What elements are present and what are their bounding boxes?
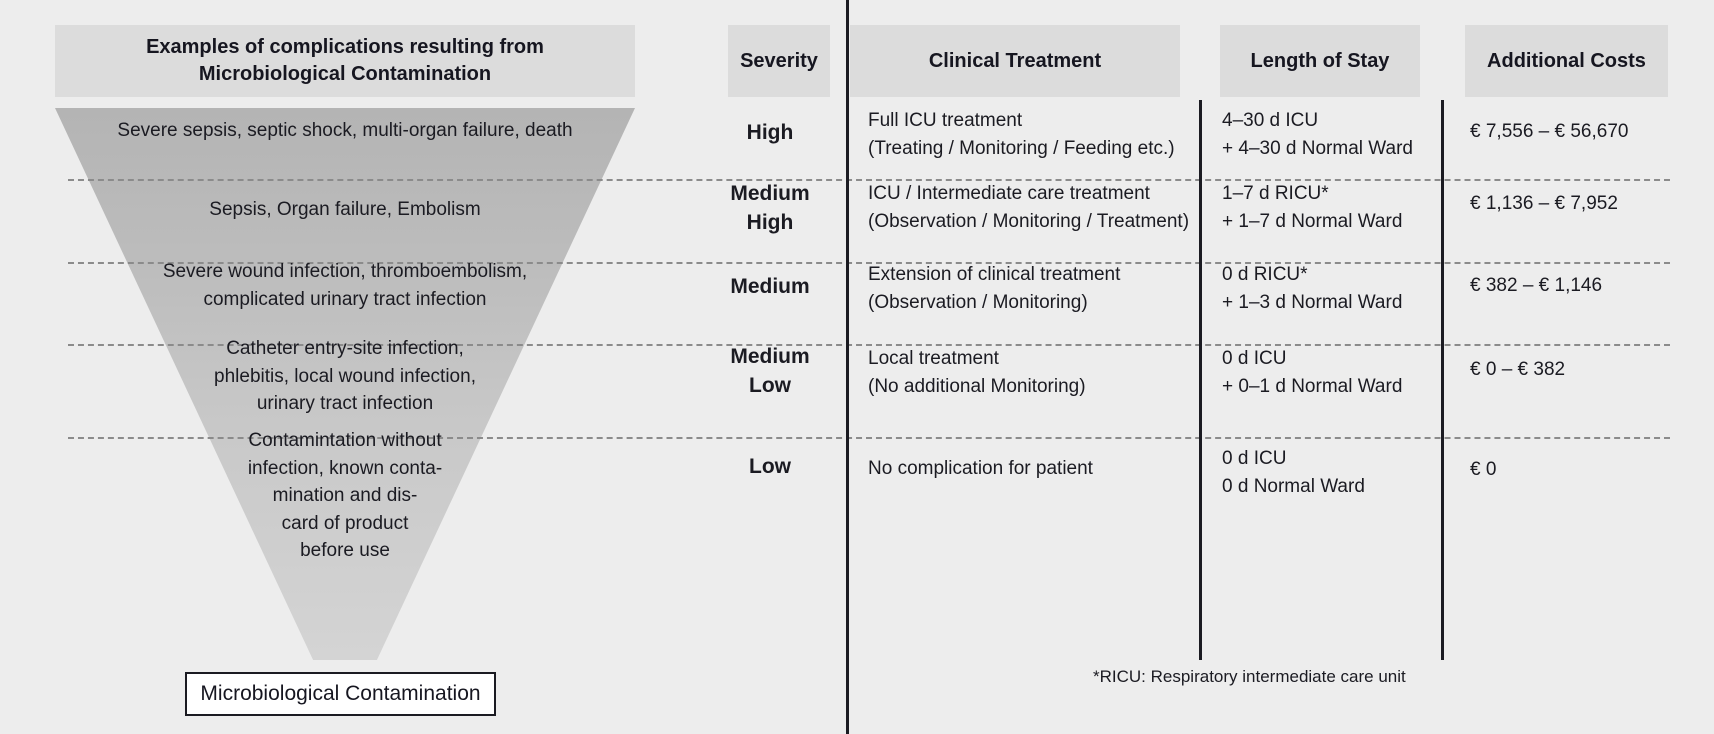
ricu-footnote: *RICU: Respiratory intermediate care uni… xyxy=(1093,667,1406,686)
header-additional-costs: Additional Costs xyxy=(1465,25,1668,97)
row-2-severity-line2: High xyxy=(746,211,794,235)
vertical-divider-main xyxy=(846,0,849,734)
row-separator-3 xyxy=(68,344,1670,346)
row-5-examples: Contamintation without infection, known … xyxy=(60,427,630,565)
header-examples-line2: Microbiological Contamination xyxy=(198,63,492,85)
row-5-examples-line3: mination and dis- xyxy=(272,485,418,507)
microbiological-contamination-label-text: Microbiological Contamination xyxy=(200,682,481,705)
row-1-examples: Severe sepsis, septic shock, multi-organ… xyxy=(60,117,630,145)
row-3-stay: 0 d RICU* + 1–3 d Normal Ward xyxy=(1222,261,1437,316)
row-2-stay: 1–7 d RICU* + 1–7 d Normal Ward xyxy=(1222,180,1437,235)
row-1-costs-text: € 7,556 – € 56,670 xyxy=(1470,121,1629,142)
microbiological-contamination-label-box: Microbiological Contamination xyxy=(185,672,496,716)
row-separator-4 xyxy=(68,437,1670,439)
row-1-examples-text: Severe sepsis, septic shock, multi-organ… xyxy=(117,120,573,141)
row-4-severity-line2: Low xyxy=(749,374,791,398)
row-4-treatment-line2: (No additional Monitoring) xyxy=(868,375,1086,397)
row-1-costs: € 7,556 – € 56,670 xyxy=(1470,118,1700,146)
row-1-stay: 4–30 d ICU + 4–30 d Normal Ward xyxy=(1222,107,1437,162)
row-3-costs: € 382 – € 1,146 xyxy=(1470,272,1700,300)
header-severity: Severity xyxy=(728,25,830,97)
row-4-treatment-line1: Local treatment xyxy=(868,348,999,369)
row-2-costs: € 1,136 – € 7,952 xyxy=(1470,190,1700,218)
header-length-of-stay: Length of Stay xyxy=(1220,25,1420,97)
row-3-treatment: Extension of clinical treatment (Observa… xyxy=(868,261,1193,316)
row-separator-2 xyxy=(68,262,1670,264)
row-5-severity: Low xyxy=(700,452,840,481)
row-5-examples-line2: infection, known conta- xyxy=(247,457,443,479)
row-4-stay: 0 d ICU + 0–1 d Normal Ward xyxy=(1222,345,1437,400)
row-2-stay-line1: 1–7 d RICU* xyxy=(1222,183,1329,204)
row-4-examples-line3: urinary tract infection xyxy=(256,393,434,415)
row-5-costs: € 0 xyxy=(1470,456,1700,484)
row-separator-1 xyxy=(68,179,1670,181)
header-examples-line1: Examples of complications resulting from xyxy=(146,36,544,58)
row-2-costs-text: € 1,136 – € 7,952 xyxy=(1470,193,1618,214)
row-5-stay-line2: 0 d Normal Ward xyxy=(1222,475,1365,497)
row-2-examples-text: Sepsis, Organ failure, Embolism xyxy=(209,199,481,220)
row-5-examples-line4: card of product xyxy=(281,512,409,534)
row-1-treatment-line2: (Treating / Monitoring / Feeding etc.) xyxy=(868,137,1175,159)
row-4-costs-text: € 0 – € 382 xyxy=(1470,359,1566,380)
row-3-severity: Medium xyxy=(700,272,840,301)
row-4-severity-line1: Medium xyxy=(730,345,810,368)
row-5-stay-line1: 0 d ICU xyxy=(1222,448,1287,469)
row-1-severity-line1: High xyxy=(746,121,794,144)
row-2-severity-line1: Medium xyxy=(730,182,810,205)
row-1-treatment-line1: Full ICU treatment xyxy=(868,110,1023,131)
row-5-treatment-line1: No complication for patient xyxy=(868,458,1093,479)
header-clinical-treatment: Clinical Treatment xyxy=(850,25,1180,97)
row-4-examples-line1: Catheter entry-site infection, xyxy=(226,338,464,359)
row-2-severity: Medium High xyxy=(700,179,840,238)
row-1-severity: High xyxy=(700,118,840,147)
row-4-stay-line2: + 0–1 d Normal Ward xyxy=(1222,375,1403,397)
row-3-examples: Severe wound infection, thromboembolism,… xyxy=(60,258,630,313)
row-1-treatment: Full ICU treatment (Treating / Monitorin… xyxy=(868,107,1193,162)
row-2-treatment-line2: (Observation / Monitoring / Treatment) xyxy=(868,210,1190,232)
row-2-examples: Sepsis, Organ failure, Embolism xyxy=(60,196,630,224)
row-1-stay-line2: + 4–30 d Normal Ward xyxy=(1222,137,1413,159)
row-3-examples-line2: complicated urinary tract infection xyxy=(203,288,487,310)
vertical-divider-stay-costs xyxy=(1441,100,1444,660)
row-3-stay-line2: + 1–3 d Normal Ward xyxy=(1222,291,1403,313)
row-3-costs-text: € 382 – € 1,146 xyxy=(1470,275,1603,296)
row-3-severity-line1: Medium xyxy=(730,275,810,298)
row-4-examples-line2: phlebitis, local wound infection, xyxy=(214,365,476,387)
row-4-severity: Medium Low xyxy=(700,342,840,401)
row-3-examples-line1: Severe wound infection, thromboembolism, xyxy=(162,261,528,282)
row-4-costs: € 0 – € 382 xyxy=(1470,356,1700,384)
row-3-stay-line1: 0 d RICU* xyxy=(1222,264,1308,285)
row-5-examples-line1: Contamintation without xyxy=(248,430,442,451)
row-3-treatment-line2: (Observation / Monitoring) xyxy=(868,291,1088,313)
row-4-stay-line1: 0 d ICU xyxy=(1222,348,1287,369)
row-5-severity-line1: Low xyxy=(749,455,791,478)
row-5-costs-text: € 0 xyxy=(1470,459,1497,480)
row-5-stay: 0 d ICU 0 d Normal Ward xyxy=(1222,445,1437,500)
row-5-examples-line5: before use xyxy=(300,540,390,562)
header-examples: Examples of complications resulting from… xyxy=(55,25,635,97)
row-1-stay-line1: 4–30 d ICU xyxy=(1222,110,1319,131)
row-2-treatment-line1: ICU / Intermediate care treatment xyxy=(868,183,1150,204)
row-5-treatment: No complication for patient xyxy=(868,455,1193,483)
vertical-divider-treatment-stay xyxy=(1199,100,1202,660)
row-2-treatment: ICU / Intermediate care treatment (Obser… xyxy=(868,180,1193,235)
row-4-examples: Catheter entry-site infection, phlebitis… xyxy=(60,335,630,418)
row-2-stay-line2: + 1–7 d Normal Ward xyxy=(1222,210,1403,232)
row-4-treatment: Local treatment (No additional Monitorin… xyxy=(868,345,1193,400)
row-3-treatment-line1: Extension of clinical treatment xyxy=(868,264,1121,285)
